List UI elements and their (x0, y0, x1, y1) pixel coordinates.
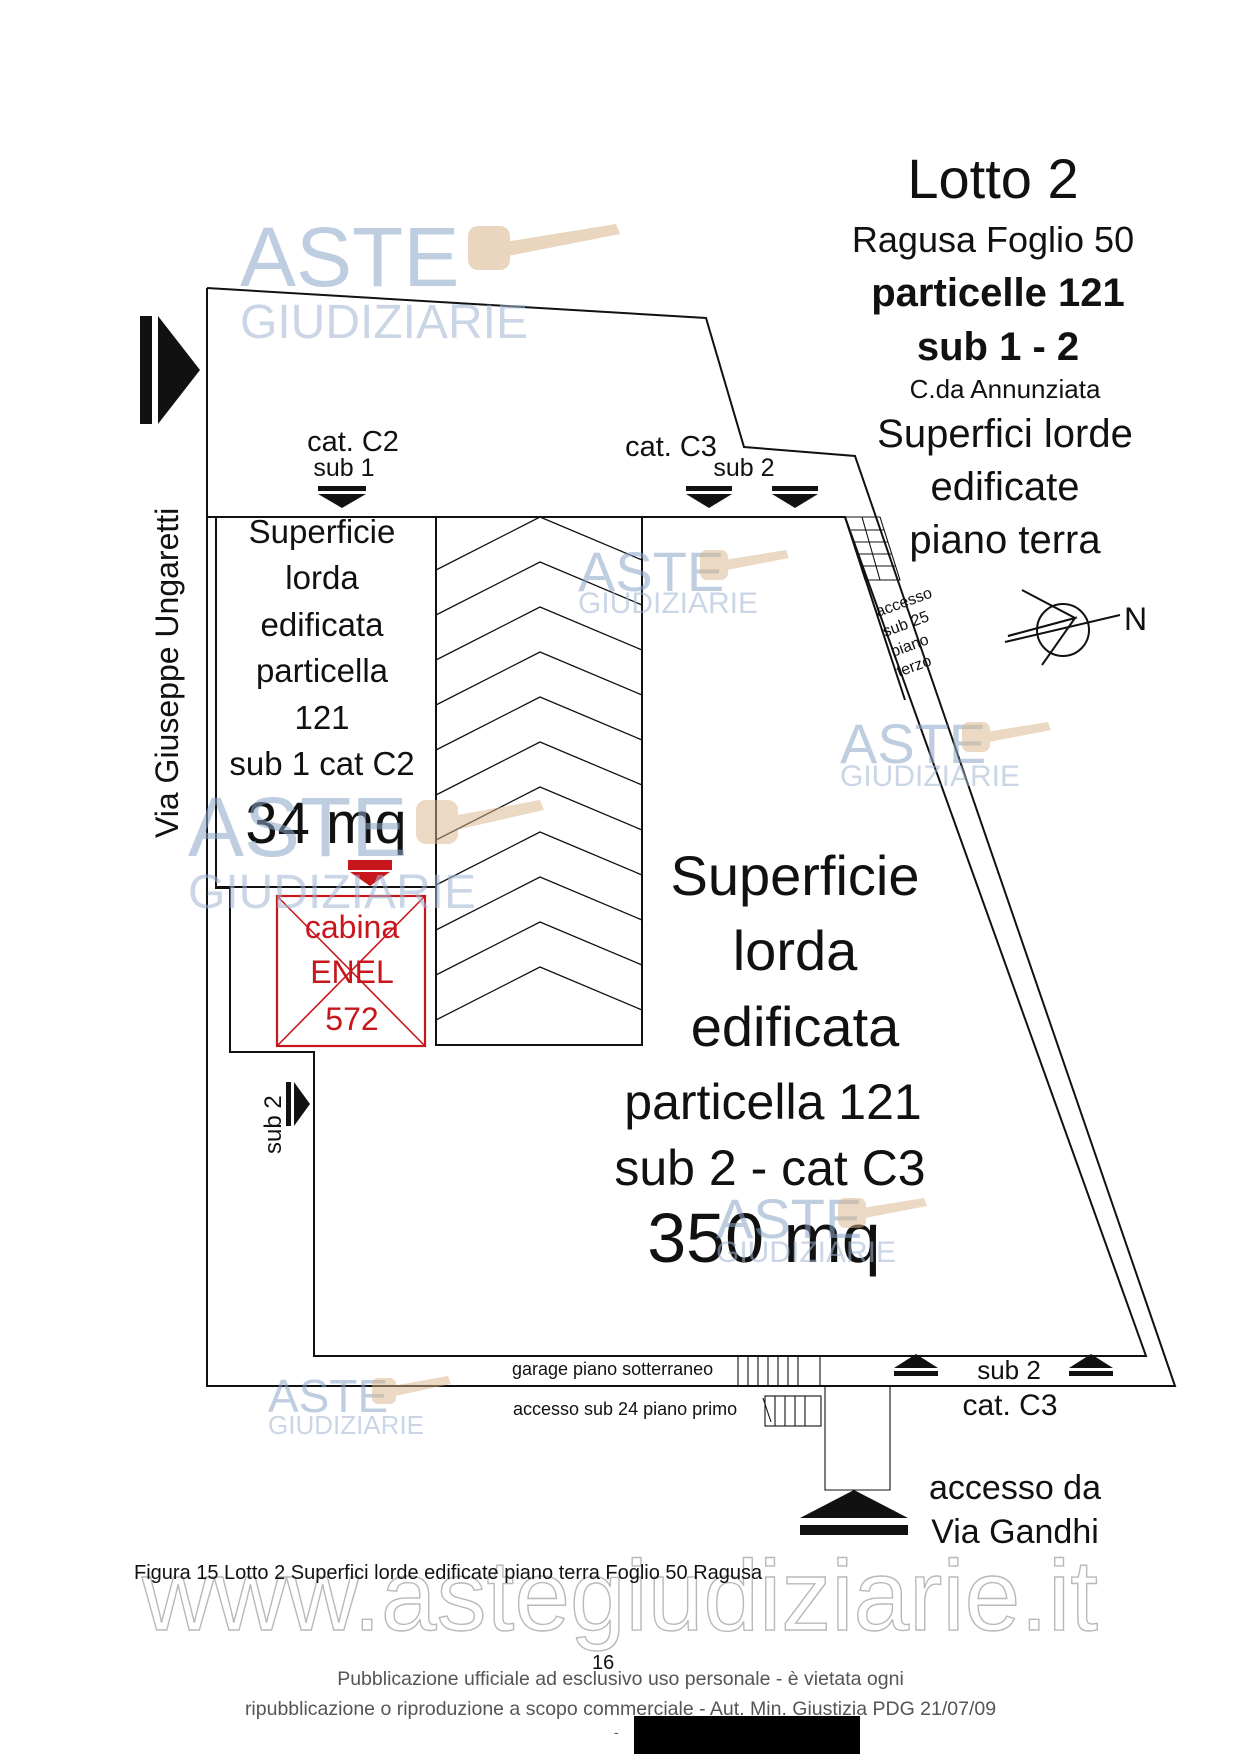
south-arrow-left-icon (894, 1354, 938, 1376)
access-arrow-sub1-icon (318, 486, 366, 508)
stair-hatch-south (737, 1355, 891, 1491)
sub1-label: sub 1 (313, 454, 374, 482)
title-block: Lotto 2 Ragusa Foglio 50 particelle 121 … (852, 147, 1134, 562)
gavel-icon (700, 550, 789, 580)
svg-text:GIUDIZIARIE: GIUDIZIARIE (240, 296, 528, 349)
south-arrow-right-icon (1069, 1354, 1113, 1376)
svg-text:ASTE: ASTE (188, 780, 407, 874)
room-sub2-line-5: sub 2 - cat C3 (614, 1140, 925, 1196)
title-particelle: particelle 121 (871, 271, 1125, 315)
footer-dash: - (614, 1724, 619, 1740)
title-edificate: edificate (931, 465, 1080, 509)
cat-c2-label: cat. C2 (307, 426, 399, 458)
sub2-label: sub 2 (713, 454, 774, 482)
garage-label: garage piano sotterraneo (512, 1359, 713, 1379)
title-foglio: Ragusa Foglio 50 (852, 219, 1134, 260)
gavel-icon (372, 1376, 451, 1404)
room-sub1-line-4: particella (256, 652, 389, 689)
cabina-enel: cabina ENEL 572 (275, 860, 427, 1048)
street-arrow-icon (140, 316, 200, 424)
room-sub2-line-1: Superficie (670, 844, 919, 907)
watermark-logo-4: ASTE GIUDIZIARIE (188, 780, 544, 919)
svg-text:ASTE: ASTE (840, 712, 986, 775)
north-access-labels: cat. C2 sub 1 cat. C3 sub 2 (307, 426, 775, 482)
gavel-icon (962, 722, 1051, 752)
room-sub1-line-3: edificata (261, 606, 385, 643)
svg-text:GIUDIZIARIE: GIUDIZIARIE (268, 1410, 424, 1440)
cat-c3-label: cat. C3 (625, 431, 717, 463)
main-access-line-2: Via Gandhi (931, 1513, 1099, 1551)
watermark-logo-1: ASTE GIUDIZIARIE (240, 210, 620, 349)
main-access-arrow-icon (800, 1490, 908, 1535)
room-sub2: Superficie lorda edificata particella 12… (614, 844, 925, 1277)
main-access-line-1: accesso da (929, 1469, 1101, 1507)
title-sub: sub 1 - 2 (917, 325, 1079, 369)
stair-right-label: accesso sub 25 piano terzo (874, 585, 935, 681)
compass-north-icon: N (1004, 589, 1147, 666)
watermark-logo-6: ASTE GIUDIZIARIE (268, 1370, 451, 1440)
svg-text:GIUDIZIARIE: GIUDIZIARIE (188, 866, 476, 919)
svg-text:ASTE: ASTE (240, 210, 459, 304)
room-sub2-line-2: lorda (733, 919, 858, 982)
room-sub1-line-5: 121 (294, 699, 349, 736)
room-sub1-line-6: sub 1 cat C2 (229, 745, 414, 782)
arrow-markers (140, 316, 1113, 1535)
svg-text:ASTE: ASTE (578, 540, 724, 603)
cabina-line-3: 572 (325, 1001, 378, 1037)
svg-text:GIUDIZIARIE: GIUDIZIARIE (840, 760, 1020, 793)
svg-text:ASTE: ASTE (716, 1187, 862, 1250)
south-sub2-label: sub 2 (977, 1355, 1041, 1385)
watermark-logo-3: ASTE GIUDIZIARIE (840, 712, 1051, 793)
svg-text:GIUDIZIARIE: GIUDIZIARIE (578, 587, 758, 620)
footer-line-1: Pubblicazione ufficiale ad esclusivo uso… (337, 1668, 904, 1690)
street-west-label: Via Giuseppe Ungaretti (149, 508, 185, 838)
room-sub1-line-1: Superficie (249, 513, 396, 550)
gavel-icon (468, 224, 620, 270)
room-sub1-area: 34 mq (245, 791, 406, 856)
accesso-sub24-label: accesso sub 24 piano primo (513, 1399, 737, 1419)
title-piano: piano terra (909, 518, 1101, 562)
south-cat-c3-label: cat. C3 (962, 1389, 1057, 1422)
parcel-outline (206, 287, 1177, 1387)
title-lotto: Lotto 2 (907, 147, 1078, 210)
room-sub2-line-4: particella 121 (624, 1074, 921, 1130)
page-number: 16 (592, 1652, 615, 1674)
room-sub1-line-2: lorda (285, 559, 359, 596)
watermark-logo-2: ASTE GIUDIZIARIE (578, 540, 789, 620)
title-superfici: Superfici lorde (877, 412, 1133, 456)
gavel-icon (838, 1198, 927, 1228)
title-contrada: C.da Annunziata (910, 374, 1101, 404)
footer-line-2: ripubblicazione o riproduzione a scopo c… (244, 1698, 997, 1720)
gavel-icon (416, 800, 544, 844)
figure-caption: Figura 15 Lotto 2 Superfici lorde edific… (134, 1562, 763, 1584)
room-sub1: Superficie lorda edificata particella 12… (229, 513, 414, 856)
access-arrow-sub2b-icon (772, 486, 818, 508)
side-sub2-label: sub 2 (260, 1095, 287, 1154)
cabina-line-2: ENEL (310, 954, 394, 990)
cabina-line-1: cabina (305, 909, 400, 945)
svg-text:ASTE: ASTE (268, 1370, 388, 1422)
svg-text:GIUDIZIARIE: GIUDIZIARIE (716, 1236, 896, 1269)
access-arrow-sub2a-icon (686, 486, 732, 508)
watermark-logos: ASTE GIUDIZIARIE ASTE GIUDIZIARIE ASTE G… (188, 210, 1051, 1440)
side-arrow-sub2-icon (286, 1082, 310, 1126)
url-watermark: www.astegiudiziarie.it (141, 1540, 1098, 1652)
stair-hatch-north (844, 516, 901, 581)
watermark-logo-5: ASTE GIUDIZIARIE (716, 1187, 927, 1269)
room-sub2-line-3: edificata (691, 995, 900, 1058)
redaction-bar (634, 1716, 860, 1754)
compass-label: N (1124, 601, 1147, 637)
